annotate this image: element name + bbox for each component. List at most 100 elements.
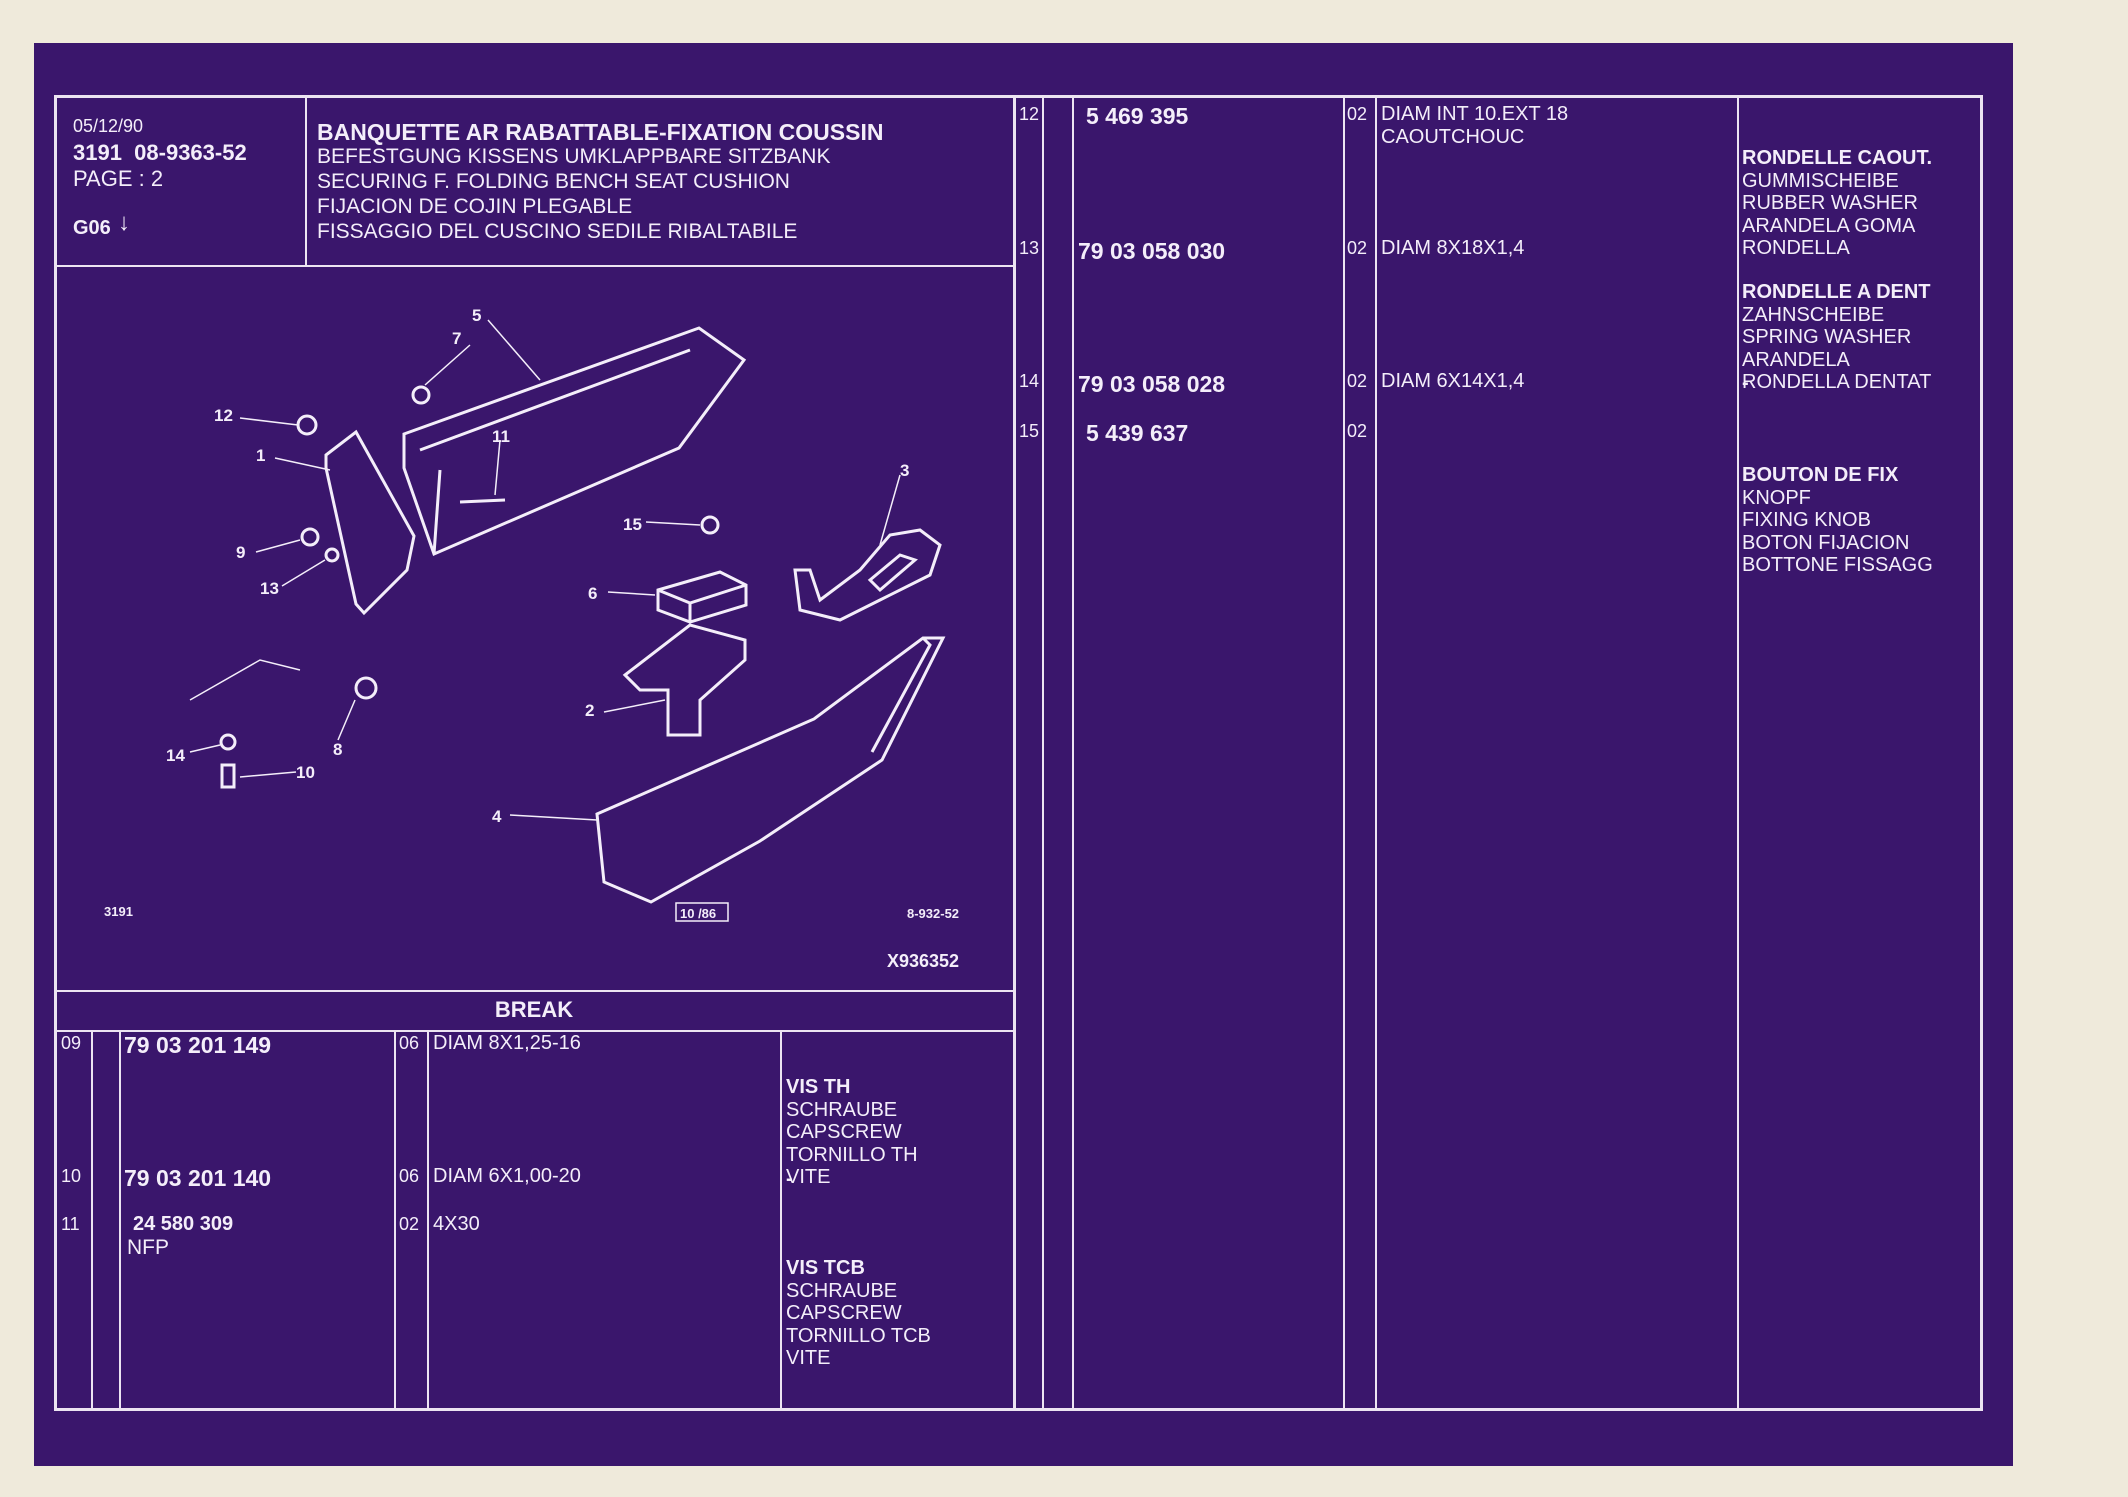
desc-it: BOTTONE FISSAGG <box>1742 554 1933 576</box>
desc-it: RONDELLA DENTAT <box>1742 371 1932 393</box>
part-8-screw <box>354 676 378 700</box>
page-number: PAGE : 2 <box>73 166 164 191</box>
quantity: 06 <box>399 1166 420 1186</box>
frame-left <box>54 95 57 1411</box>
callout-10: 10 <box>296 763 315 782</box>
model-code: 3191 <box>104 904 133 919</box>
title-de: BEFESTGUNG KISSENS UMKLAPPBARE SITZBANK <box>317 145 831 168</box>
quantity: 02 <box>399 1214 420 1234</box>
date-box <box>675 902 729 922</box>
desc-fr: VIS TH <box>786 1076 851 1098</box>
part-15-knob <box>700 515 720 535</box>
quantity: 06 <box>399 1033 420 1053</box>
callout-9: 9 <box>236 543 245 562</box>
part-number: 5 439 637 <box>1086 420 1189 446</box>
frame-top <box>54 95 1981 98</box>
part-4-panel <box>595 636 946 904</box>
part-10-screw <box>220 763 236 789</box>
frame-right <box>1980 95 1983 1411</box>
part-12-washer <box>296 414 318 436</box>
part-5-panel <box>402 326 747 557</box>
item-number: 13 <box>1019 238 1040 258</box>
parts-sheet <box>34 43 2013 1466</box>
desc-fr: RONDELLE A DENT <box>1742 281 1931 303</box>
callout-4: 4 <box>492 807 502 826</box>
col-line <box>1343 95 1345 1411</box>
drawing-ref: X936352 <box>887 951 959 971</box>
break-heading: BREAK <box>494 997 574 1022</box>
part-6-block <box>656 570 748 624</box>
reference: 3191 08-9363-52 <box>73 140 247 165</box>
col-line <box>1375 95 1377 1411</box>
part-3-handle <box>793 528 942 622</box>
desc-es: ARANDELA GOMA <box>1742 214 1916 237</box>
part-number: 79 03 058 028 <box>1078 371 1226 397</box>
desc-it: VITE <box>786 1347 831 1369</box>
specification: DIAM 6X1,00-20 <box>433 1165 581 1187</box>
col-line <box>91 1031 93 1409</box>
item-number: 09 <box>61 1033 82 1053</box>
callout-7: 7 <box>452 329 461 348</box>
col-line <box>1737 95 1739 1411</box>
drawing-date: 10 /86 <box>680 906 716 921</box>
callout-12: 12 <box>214 406 233 425</box>
part-number: 5 469 395 <box>1086 103 1189 129</box>
desc-es: BOTON FIJACION <box>1742 531 1910 554</box>
item-number: 11 <box>61 1214 80 1234</box>
desc-en: FIXING KNOB <box>1742 509 1871 531</box>
title-es: FIJACION DE COJIN PLEGABLE <box>317 195 633 218</box>
desc-es: TORNILLO TCB <box>786 1324 931 1347</box>
group-code: G06 <box>73 217 111 239</box>
callout-1: 1 <box>256 446 265 465</box>
part-11-screw <box>459 498 506 504</box>
col-line <box>1042 95 1044 1411</box>
desc-es: ARANDELA <box>1742 348 1850 371</box>
col-line <box>119 1031 121 1409</box>
drawing-number: 8-932-52 <box>907 906 959 921</box>
part-2-bracket <box>622 623 747 737</box>
part-7-screw <box>411 385 431 405</box>
desc-es: TORNILLO TH <box>786 1143 918 1166</box>
quantity: 02 <box>1347 104 1368 124</box>
specification: DIAM 8X18X1,4 <box>1381 237 1525 259</box>
part-1-bracket <box>324 429 416 616</box>
col-line <box>394 1031 396 1409</box>
part-14-washer <box>219 733 237 751</box>
desc-de: SCHRAUBE <box>786 1098 898 1121</box>
exploded-parts-diagram: 5 7 12 1 11 9 13 15 3 6 2 8 14 10 4 3191… <box>104 306 959 971</box>
quantity: 02 <box>1347 371 1368 391</box>
quantity: 02 <box>1347 238 1368 258</box>
desc-en: CAPSCREW <box>786 1302 902 1324</box>
item-number: 15 <box>1019 421 1040 441</box>
title-en: SECURING F. FOLDING BENCH SEAT CUSHION <box>317 170 790 193</box>
desc-it: VITE <box>786 1166 831 1188</box>
desc-de: KNOPF <box>1742 486 1811 509</box>
header-divider <box>305 95 307 266</box>
col-line <box>1072 95 1074 1411</box>
break-bottom-line <box>54 1030 1014 1032</box>
callout-13: 13 <box>260 579 279 598</box>
spec-line: DIAM INT 10.EXT 18 <box>1381 103 1569 125</box>
title-it: FISSAGGIO DEL CUSCINO SEDILE RIBALTABILE <box>317 220 798 243</box>
callout-11: 11 <box>492 427 510 446</box>
frame-bottom <box>54 1408 1981 1411</box>
desc-en: CAPSCREW <box>786 1121 902 1143</box>
callout-2: 2 <box>585 701 594 720</box>
desc-de: SCHRAUBE <box>786 1279 898 1302</box>
desc-it: RONDELLA <box>1742 237 1850 259</box>
part-number: 24 580 309 <box>133 1213 234 1235</box>
desc-fr: RONDELLE CAOUT. <box>1742 147 1932 169</box>
drawing-bottom-line <box>54 990 1014 992</box>
part-13-washer <box>324 547 340 563</box>
quantity: 02 <box>1347 421 1368 441</box>
description: - <box>1742 372 1749 394</box>
item-number: 10 <box>61 1166 82 1186</box>
leader-lines <box>189 319 901 821</box>
callout-15: 15 <box>623 515 642 534</box>
specification: DIAM 8X1,25-16 <box>433 1032 581 1054</box>
